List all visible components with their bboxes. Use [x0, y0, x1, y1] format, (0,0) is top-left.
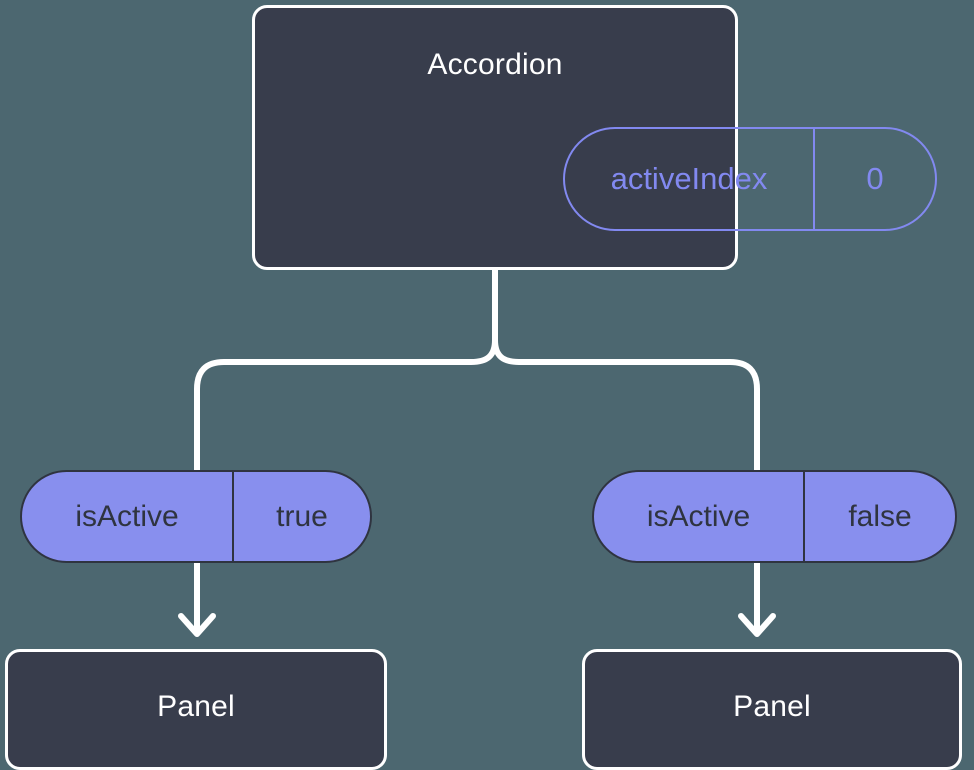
- panel-node-right[interactable]: Panel: [582, 649, 962, 770]
- connector-fork-mirror: [194, 339, 498, 470]
- panel-node-right-title: Panel: [733, 689, 811, 723]
- state-pill-activeindex[interactable]: activeIndex 0: [563, 127, 937, 231]
- accordion-node-title: Accordion: [427, 48, 563, 81]
- connector-fork: [492, 339, 760, 470]
- prop-pill-value: true: [276, 499, 328, 533]
- arrow-left-head: [178, 613, 216, 637]
- accordion-node[interactable]: Accordion activeIndex 0: [252, 5, 937, 270]
- prop-pill-key: isActive: [594, 472, 805, 561]
- prop-pill-key: isActive: [22, 472, 234, 561]
- prop-pill-value: false: [848, 499, 912, 533]
- panel-node-left-title: Panel: [157, 689, 235, 723]
- prop-pill-isactive-false[interactable]: isActive false: [592, 470, 957, 563]
- state-pill-key: activeIndex: [565, 129, 815, 229]
- arrow-right: [738, 561, 776, 637]
- arrow-right-head: [738, 613, 776, 637]
- arrow-left: [178, 561, 216, 637]
- prop-pill-isactive-true[interactable]: isActive true: [20, 470, 372, 563]
- state-pill-value: 0: [866, 161, 884, 196]
- panel-node-left[interactable]: Panel: [5, 649, 387, 770]
